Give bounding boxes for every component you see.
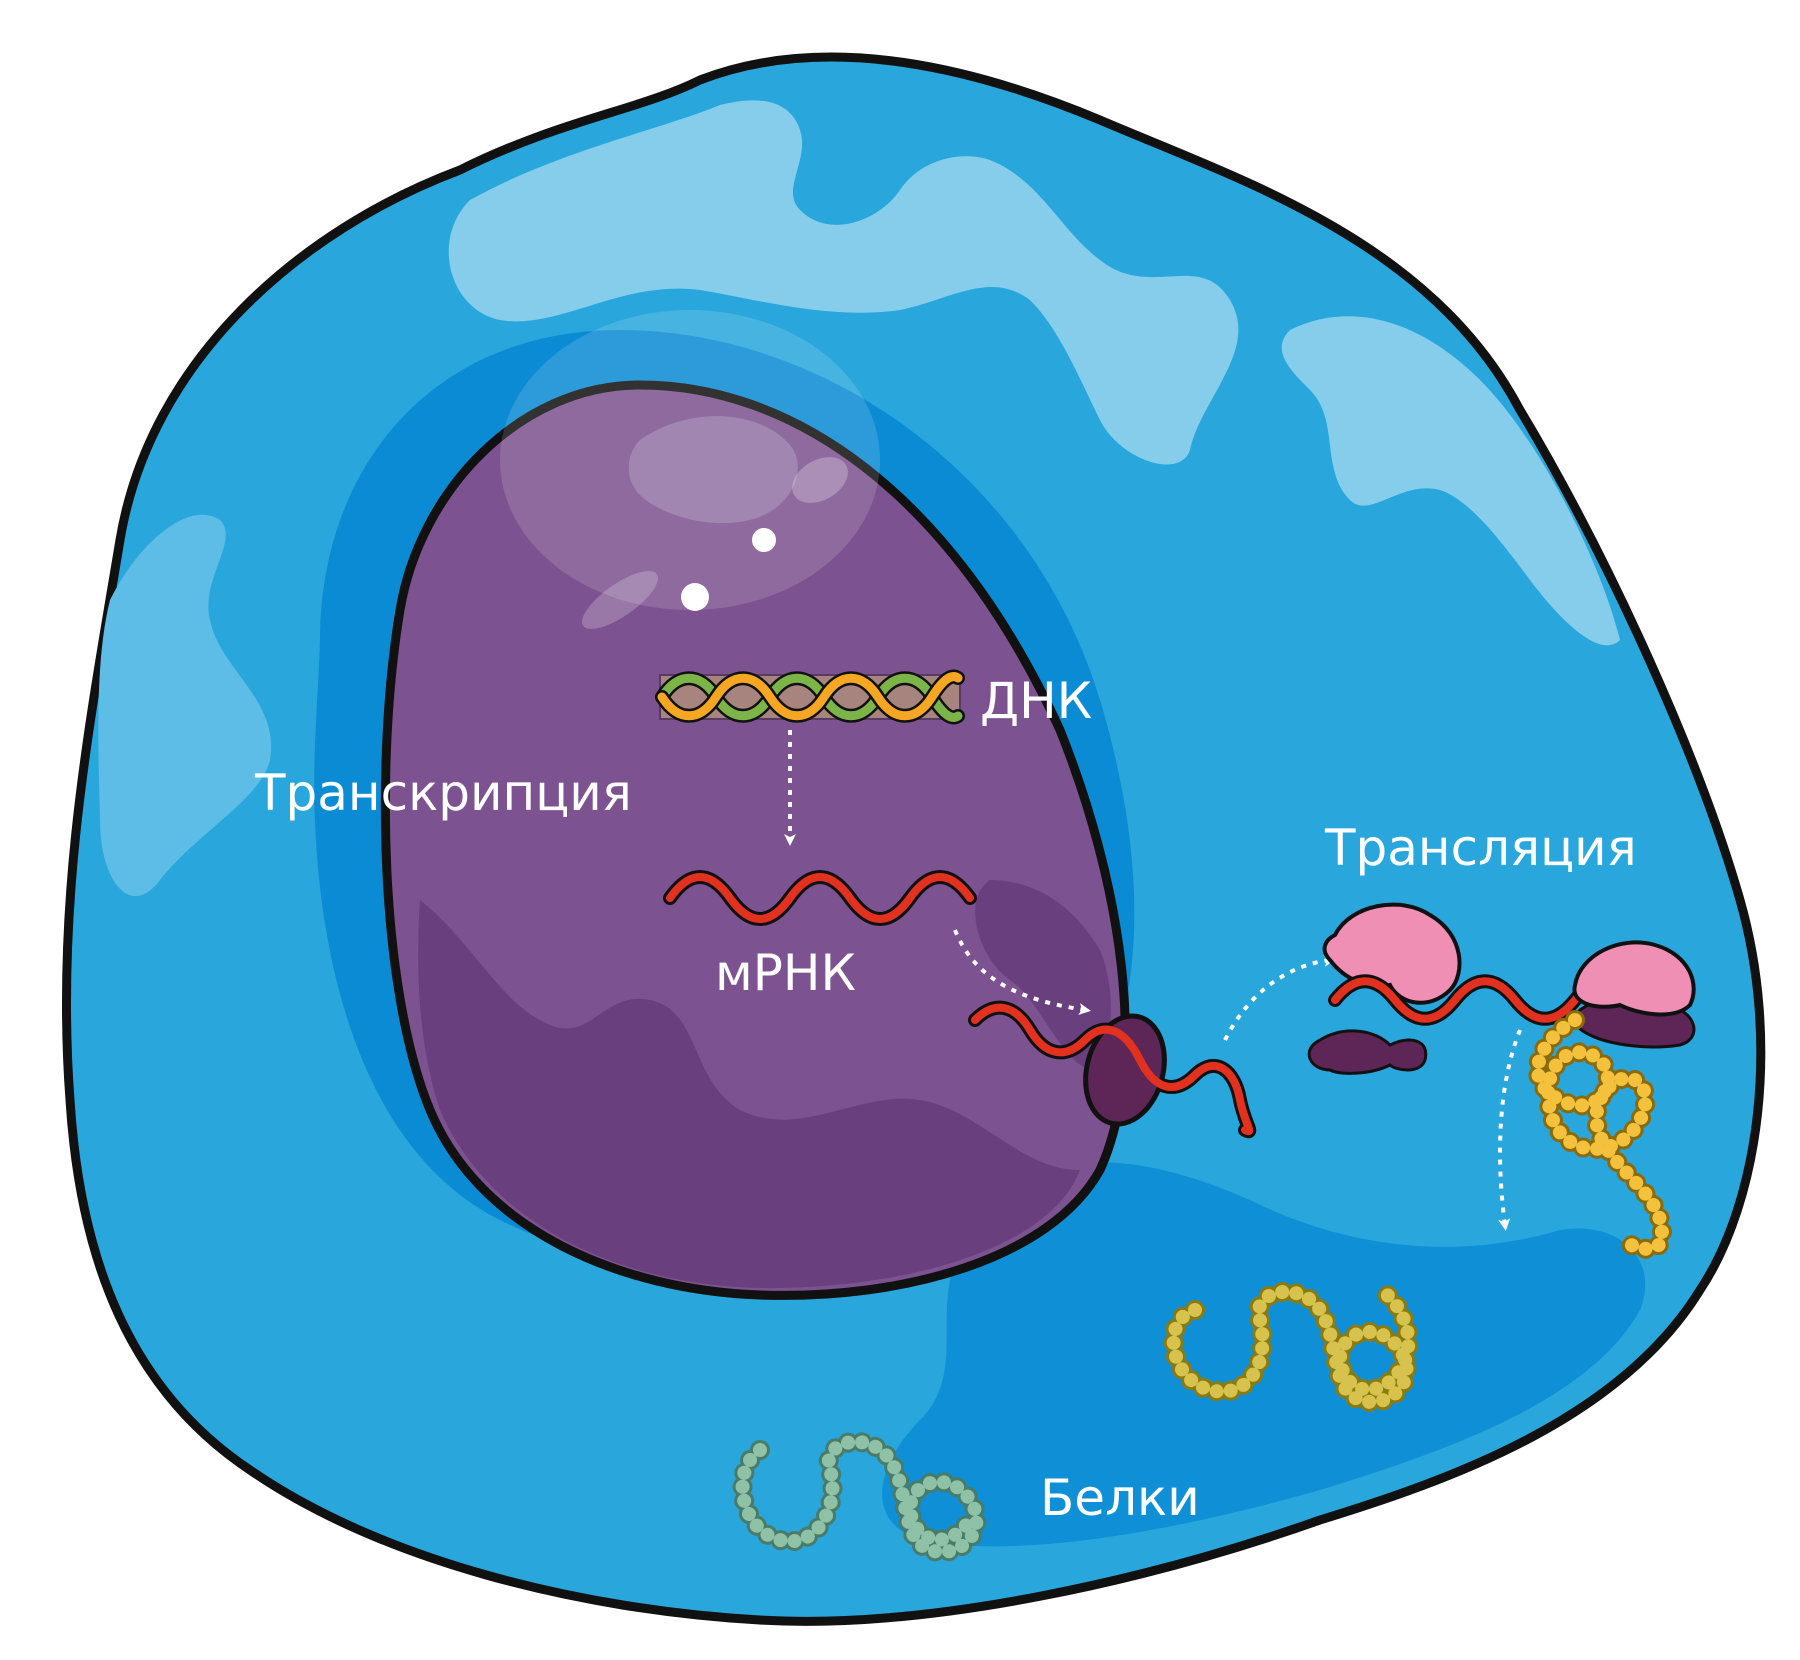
label-proteins: Белки — [1040, 1469, 1200, 1527]
protein-chain-icon — [735, 1435, 984, 1559]
nucleus-dot — [681, 583, 709, 611]
label-translation: Трансляция — [1324, 819, 1637, 877]
dotted-arrow-icon — [953, 929, 1091, 1016]
nucleus-shade-right — [975, 880, 1111, 1070]
dotted-arrow-icon — [1498, 1029, 1522, 1231]
nucleolus-highlight — [628, 416, 798, 524]
nucleus-spot — [582, 571, 658, 629]
label-dna: ДНК — [980, 672, 1092, 730]
nucleus — [380, 310, 1130, 1300]
cytoplasm-light-patch-left — [98, 514, 272, 897]
label-mrna: мРНК — [715, 944, 856, 1002]
cytoplasm-light-patch-right — [1281, 316, 1620, 646]
dna-helix-icon — [655, 669, 965, 725]
dotted-arrow-icon — [1223, 954, 1336, 1041]
cytoplasm-light-patch — [448, 100, 1239, 465]
mrna-exporting — [968, 1000, 1257, 1139]
nucleus-spot — [792, 457, 848, 503]
mrna-strand-icon — [663, 870, 977, 926]
protein-chain-icon — [1166, 1283, 1416, 1409]
nuclear-pore-icon — [1083, 1013, 1167, 1127]
protein-chain-icon — [1531, 1013, 1669, 1256]
ribosome-icon — [1572, 940, 1696, 1049]
nucleus-shade — [418, 900, 1080, 1289]
nucleus-dot — [752, 528, 776, 552]
label-transcription: Транскрипция — [254, 764, 632, 822]
